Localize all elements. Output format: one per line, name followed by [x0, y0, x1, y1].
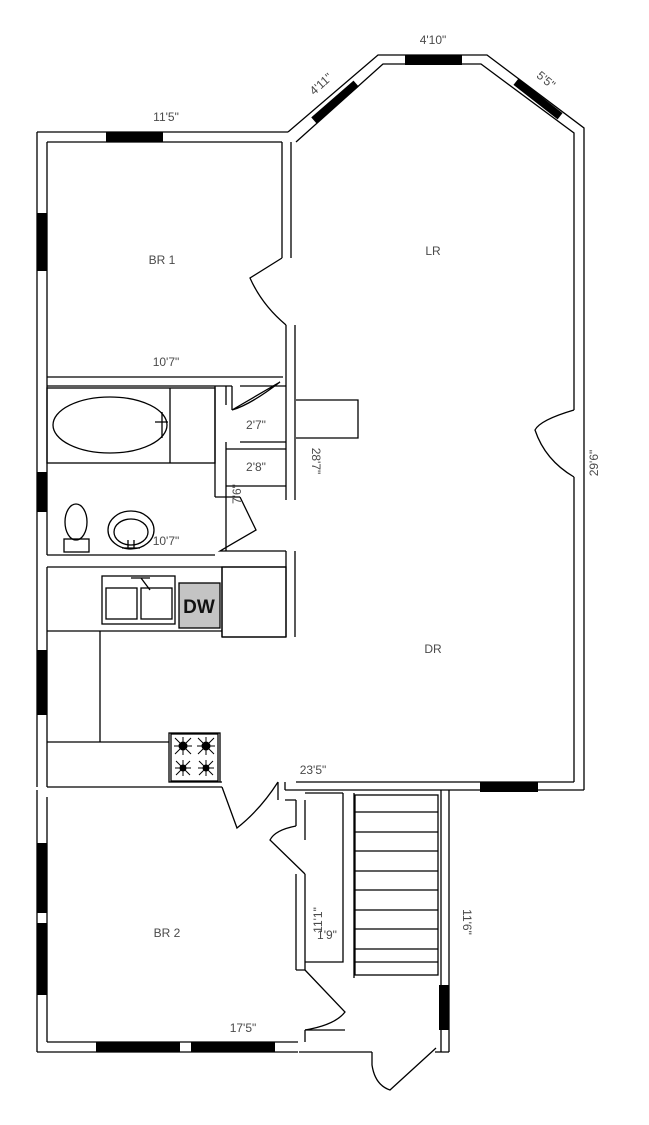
- dim-hall-depth: 7'6": [230, 484, 244, 504]
- dim-closet-width: 1'9": [317, 928, 337, 942]
- room-label-br1: BR 1: [149, 253, 176, 267]
- exterior-walls: [36, 54, 585, 1053]
- kitchen-sink: [101, 575, 176, 625]
- dim-stair-depth: 11'6": [460, 909, 474, 935]
- interior-walls: [47, 142, 449, 1053]
- dim-br1-width: 11'5": [153, 110, 179, 124]
- dim-hall-length: 28'7": [309, 448, 323, 475]
- room-label-br2: BR 2: [154, 926, 181, 940]
- dim-closet-1: 2'7": [246, 418, 266, 432]
- room-label-lr: LR: [425, 244, 441, 258]
- dim-closet-depth: 11'1": [311, 907, 325, 933]
- toilet: [63, 503, 90, 553]
- dim-br2-width: 17'5": [230, 1021, 257, 1035]
- staircase: [354, 794, 439, 976]
- bathtub: [46, 387, 216, 464]
- dim-dr-width: 23'5": [300, 763, 327, 777]
- sink: [107, 510, 155, 550]
- dishwasher: [178, 582, 221, 629]
- windows: [37, 55, 563, 1052]
- dim-bay-top: 4'10": [420, 33, 447, 47]
- stove: [168, 732, 221, 783]
- dim-bay-left: 4'11": [307, 70, 335, 98]
- dim-bay-right: 5'5": [534, 68, 558, 92]
- door-swings: [217, 257, 575, 1091]
- dim-br1-bottom: 10'7": [153, 355, 180, 369]
- dim-lr-depth: 29'6": [587, 450, 601, 477]
- dishwasher-label: DW: [183, 597, 215, 618]
- stove-burners: [174, 737, 215, 776]
- dim-bath-width: 10'7": [153, 534, 180, 548]
- room-label-dr: DR: [424, 642, 442, 656]
- cabinet: [221, 566, 287, 638]
- dim-closet-2: 2'8": [246, 460, 266, 474]
